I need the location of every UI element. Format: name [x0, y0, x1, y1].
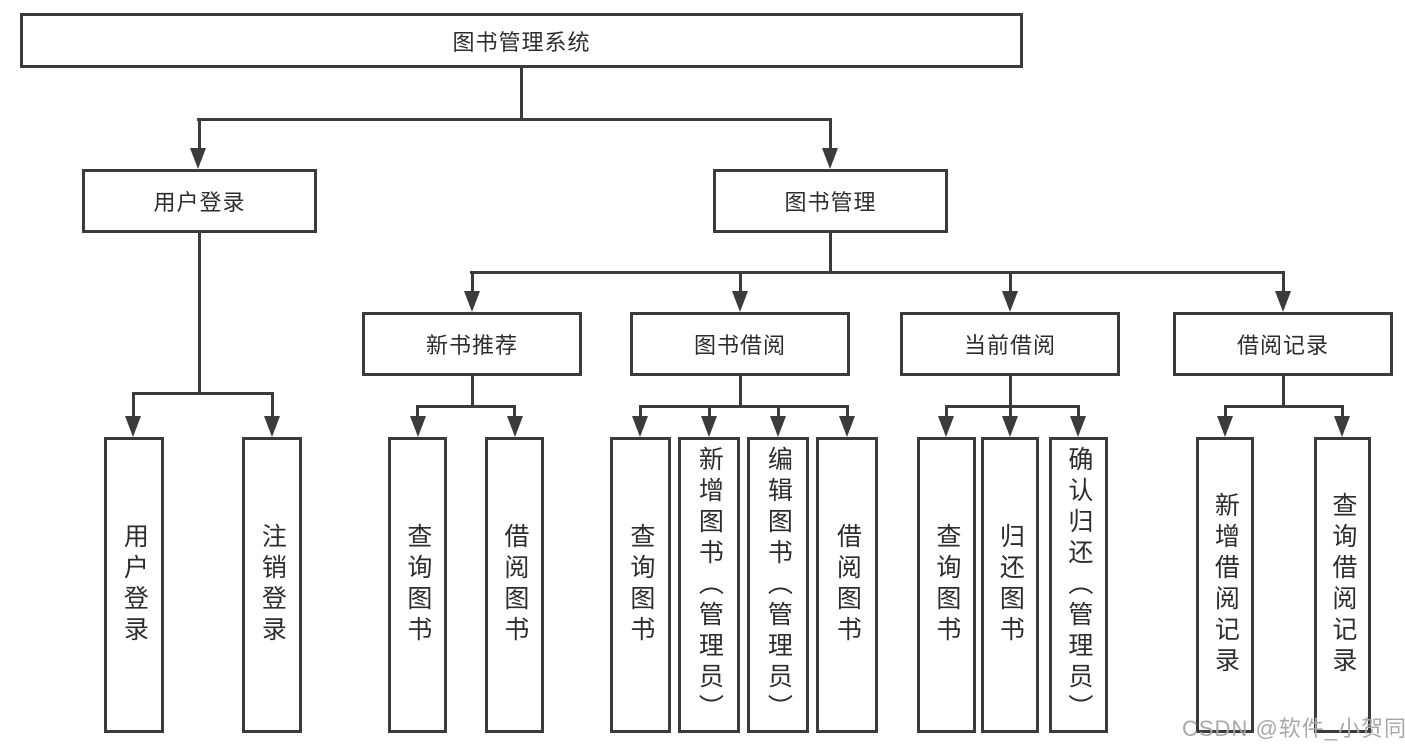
node-book-management: 图书管理 — [713, 169, 948, 233]
connector-to-management — [829, 118, 832, 149]
leaf-records-add-record-label: 新增借阅记录 — [1211, 492, 1240, 678]
connector-borrow-child-3 — [777, 405, 780, 417]
csdn-watermark: CSDN @软件_小贺同学 — [1182, 716, 1405, 741]
connector-recommend-child-1 — [416, 405, 419, 417]
node-book-management-label: 图书管理 — [784, 190, 877, 215]
arrowhead-down-icon — [839, 416, 855, 437]
connector-to-section-current — [1009, 271, 1012, 292]
connector-recommend-stem — [471, 376, 474, 408]
leaf-borrow-add-books-admin: 新增图书（管理员） — [678, 437, 740, 733]
leaf-borrow-query-books-label: 查询图书 — [626, 523, 655, 647]
connector-records-split — [1224, 405, 1344, 408]
connector-borrow-child-1 — [639, 405, 642, 417]
leaf-current-return-books-label: 归还图书 — [996, 523, 1025, 647]
arrowhead-down-icon — [264, 416, 280, 437]
node-current-borrow: 当前借阅 — [900, 312, 1120, 376]
leaf-logout: 注销登录 — [242, 437, 302, 733]
arrowhead-down-icon — [822, 148, 838, 169]
arrowhead-down-icon — [190, 148, 206, 169]
connector-records-stem — [1282, 376, 1285, 408]
connector-management-split — [470, 271, 1285, 274]
connector-current-child-2 — [1009, 405, 1012, 417]
leaf-logout-label: 注销登录 — [258, 523, 287, 647]
leaf-recommend-borrow-books-label: 借阅图书 — [500, 523, 529, 647]
connector-borrow-stem — [739, 376, 742, 408]
arrowhead-down-icon — [1070, 416, 1086, 437]
arrowhead-down-icon — [464, 291, 480, 312]
connector-borrow-split — [639, 405, 849, 408]
leaf-borrow-borrow-books-label: 借阅图书 — [833, 523, 862, 647]
connector-recommend-child-2 — [513, 405, 516, 417]
leaf-recommend-query-books: 查询图书 — [388, 437, 447, 733]
connector-current-child-3 — [1077, 405, 1080, 417]
node-user-login: 用户登录 — [82, 169, 317, 233]
connector-current-child-1 — [945, 405, 948, 417]
leaf-current-confirm-return-admin-label: 确认归还（管理员） — [1064, 445, 1093, 725]
leaf-records-query-record-label: 查询借阅记录 — [1328, 492, 1357, 678]
leaf-current-return-books: 归还图书 — [981, 437, 1039, 733]
connector-to-section-recommend — [471, 271, 474, 292]
arrowhead-down-icon — [1334, 416, 1350, 437]
arrowhead-down-icon — [1217, 416, 1233, 437]
leaf-records-add-record: 新增借阅记录 — [1196, 437, 1254, 733]
leaf-borrow-edit-books-admin-label: 编辑图书（管理员） — [764, 445, 793, 725]
leaf-recommend-borrow-books: 借阅图书 — [485, 437, 544, 733]
leaf-borrow-query-books: 查询图书 — [610, 437, 671, 733]
connector-borrow-child-2 — [708, 405, 711, 417]
connector-records-child-2 — [1341, 405, 1344, 417]
node-book-borrow: 图书借阅 — [630, 312, 850, 376]
arrowhead-down-icon — [410, 416, 426, 437]
connector-to-section-borrow — [739, 271, 742, 292]
arrowhead-down-icon — [938, 416, 954, 437]
connector-borrow-child-4 — [846, 405, 849, 417]
node-borrow-records: 借阅记录 — [1173, 312, 1393, 376]
node-new-book-recommend: 新书推荐 — [362, 312, 582, 376]
connector-management-stem — [829, 233, 832, 274]
arrowhead-down-icon — [507, 416, 523, 437]
connector-login-child-1 — [132, 392, 135, 417]
connector-records-child-1 — [1224, 405, 1227, 417]
node-root-label: 图书管理系统 — [452, 29, 591, 55]
connector-current-split — [945, 405, 1080, 408]
leaf-records-query-record: 查询借阅记录 — [1314, 437, 1371, 733]
leaf-borrow-edit-books-admin: 编辑图书（管理员） — [747, 437, 809, 733]
connector-login-split — [132, 392, 274, 395]
leaf-recommend-query-books-label: 查询图书 — [403, 523, 432, 647]
arrowhead-down-icon — [125, 416, 141, 437]
arrowhead-down-icon — [732, 291, 748, 312]
connector-root-split — [197, 118, 832, 121]
arrowhead-down-icon — [770, 416, 786, 437]
connector-current-stem — [1009, 376, 1012, 408]
connector-login-child-2 — [271, 392, 274, 417]
arrowhead-down-icon — [1002, 416, 1018, 437]
leaf-user-login-label: 用户登录 — [120, 523, 149, 647]
arrowhead-down-icon — [701, 416, 717, 437]
connector-to-section-records — [1282, 271, 1285, 292]
connector-recommend-split — [416, 405, 516, 408]
node-new-book-recommend-label: 新书推荐 — [425, 333, 518, 358]
leaf-borrow-borrow-books: 借阅图书 — [816, 437, 878, 733]
node-root: 图书管理系统 — [20, 13, 1023, 68]
leaf-user-login: 用户登录 — [104, 437, 164, 733]
node-user-login-label: 用户登录 — [153, 190, 246, 215]
node-book-borrow-label: 图书借阅 — [693, 333, 786, 358]
arrowhead-down-icon — [1275, 291, 1291, 312]
arrowhead-down-icon — [1002, 291, 1018, 312]
node-current-borrow-label: 当前借阅 — [963, 333, 1056, 358]
arrowhead-down-icon — [632, 416, 648, 437]
connector-login-stem — [198, 233, 201, 395]
leaf-current-confirm-return-admin: 确认归还（管理员） — [1049, 437, 1108, 733]
node-borrow-records-label: 借阅记录 — [1236, 333, 1329, 358]
leaf-current-query-books: 查询图书 — [917, 437, 976, 733]
leaf-borrow-add-books-admin-label: 新增图书（管理员） — [695, 445, 724, 725]
leaf-current-query-books-label: 查询图书 — [932, 523, 961, 647]
connector-root-stem — [520, 68, 523, 121]
connector-to-login — [198, 118, 201, 149]
